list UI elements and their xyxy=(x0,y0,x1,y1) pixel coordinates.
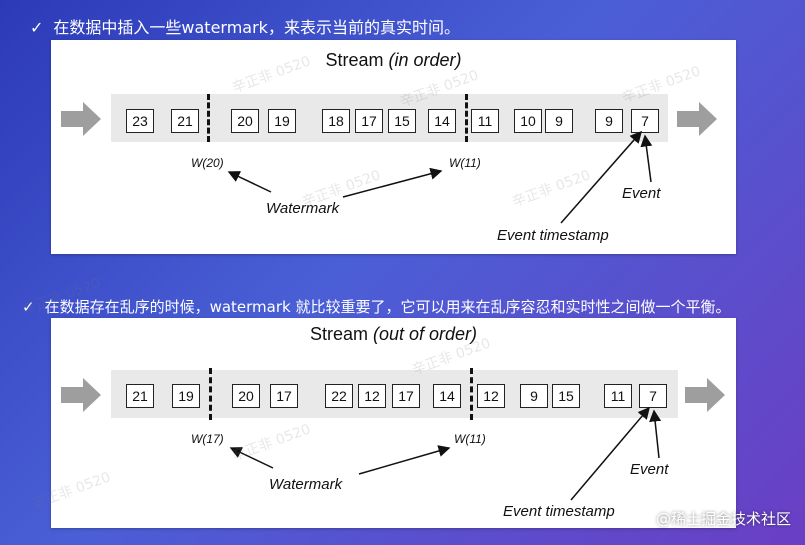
bullet-text-1: 在数据中插入一些watermark，来表示当前的真实时间。 xyxy=(53,18,460,37)
event-box: 15 xyxy=(552,384,580,408)
watermark-label: W(11) xyxy=(454,432,486,446)
event-box: 20 xyxy=(231,109,259,133)
check-icon: ✓ xyxy=(30,18,44,37)
event-box: 9 xyxy=(545,109,573,133)
watermark-annotation: Watermark xyxy=(269,476,343,493)
stream-out-of-order-panel: Stream (out of order) 21 19 20 17 22 12 … xyxy=(51,318,736,528)
event-box: 7 xyxy=(639,384,667,408)
watermark-line xyxy=(207,94,210,142)
event-box: 9 xyxy=(520,384,548,408)
stream-in-arrow-icon xyxy=(61,102,101,136)
watermark-line xyxy=(470,368,473,420)
bullet-out-of-order: ✓ 在数据存在乱序的时候，watermark 就比较重要了，它可以用来在乱序容忍和… xyxy=(22,296,730,317)
title-main: Stream xyxy=(325,50,384,70)
event-box: 14 xyxy=(428,109,456,133)
watermark-line xyxy=(465,94,468,142)
event-annotation: Event xyxy=(622,185,661,202)
bullet-text-2: 在数据存在乱序的时候，watermark 就比较重要了，它可以用来在乱序容忍和实… xyxy=(44,298,731,316)
event-box: 11 xyxy=(604,384,632,408)
title-sub: (out of order) xyxy=(373,324,478,344)
stream-out-arrow-icon xyxy=(677,102,717,136)
event-timestamp-annotation: Event timestamp xyxy=(503,503,615,520)
event-box: 7 xyxy=(631,109,659,133)
panel-title: Stream (out of order) xyxy=(51,324,736,345)
event-box: 21 xyxy=(171,109,199,133)
event-box: 9 xyxy=(595,109,623,133)
annotation-arrows xyxy=(229,406,662,501)
event-box: 17 xyxy=(355,109,383,133)
stream-in-order-panel: Stream (in order) 23 21 20 19 18 17 15 1… xyxy=(51,40,736,254)
stream-in-arrow-icon xyxy=(61,378,101,412)
watermark-label: W(11) xyxy=(449,156,481,170)
event-annotation: Event xyxy=(630,461,669,478)
event-box: 19 xyxy=(268,109,296,133)
event-box: 17 xyxy=(392,384,420,408)
bullet-in-order: ✓ 在数据中插入一些watermark，来表示当前的真实时间。 xyxy=(30,14,460,38)
event-box: 15 xyxy=(388,109,416,133)
stream-out-arrow-icon xyxy=(685,378,725,412)
watermark-label: W(17) xyxy=(191,432,224,446)
title-sub: (in order) xyxy=(388,50,462,70)
title-main: Stream xyxy=(309,324,368,344)
panel-title: Stream (in order) xyxy=(51,50,736,71)
event-box: 21 xyxy=(126,384,154,408)
event-box: 19 xyxy=(172,384,200,408)
event-box: 10 xyxy=(514,109,542,133)
watermark-line xyxy=(209,368,212,420)
event-box: 17 xyxy=(270,384,298,408)
watermark-label: W(20) xyxy=(191,156,224,170)
brand-watermark: @稀土掘金技术社区 xyxy=(655,510,791,528)
annotation-arrows xyxy=(227,130,653,224)
check-icon: ✓ xyxy=(22,298,35,316)
event-timestamp-annotation: Event timestamp xyxy=(497,227,609,244)
event-box: 14 xyxy=(433,384,461,408)
watermark-annotation: Watermark xyxy=(266,200,340,217)
event-box: 23 xyxy=(126,109,154,133)
event-box: 20 xyxy=(232,384,260,408)
event-box: 12 xyxy=(358,384,386,408)
event-box: 12 xyxy=(477,384,505,408)
event-box: 11 xyxy=(471,109,499,133)
event-box: 18 xyxy=(322,109,350,133)
event-box: 22 xyxy=(325,384,353,408)
